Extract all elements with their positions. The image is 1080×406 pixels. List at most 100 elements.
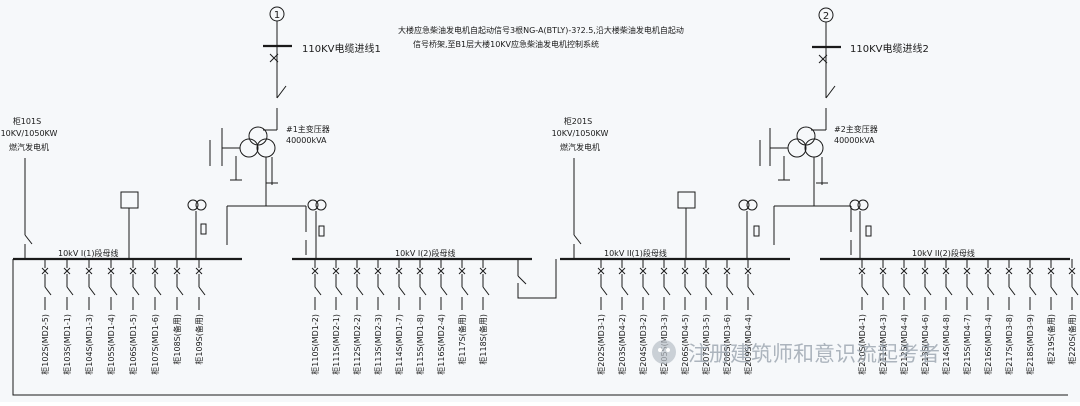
generator-1-id: 柜101S (13, 116, 41, 126)
feeder-feeders_i2-8: 柜118S(备用) (478, 259, 490, 365)
generator-2-id: 柜201S (564, 116, 592, 126)
pt-device-5 (738, 199, 760, 258)
feeder-label: 柜216S(MD3-4) (983, 314, 993, 375)
generator-1-type: 燃汽发电机 (9, 142, 49, 152)
feeder-feeders_ii1-6: 柜208S(MD3-6) (722, 259, 734, 375)
feeder-label: 柜203S(MD4-2) (617, 314, 627, 375)
incoming-1-label: 110KV电缆进线1 (302, 42, 381, 55)
incoming-2-label: 110KV电缆进线2 (850, 42, 929, 55)
feeder-label: 柜217S(MD3-8) (1004, 314, 1014, 375)
watermark-text: 注册建筑师和意识流起考者 (688, 342, 940, 366)
feeder-feeders_i1-4: 柜106S(MD1-5) (128, 259, 140, 375)
transformer-2-rating: 40000kVA (834, 136, 875, 145)
feeder-feeders_i1-6: 柜108S(备用) (172, 259, 184, 365)
feeder-label: 柜213S(MD4-6) (920, 314, 930, 375)
transformer-1-symbol (209, 126, 278, 200)
feeder-label: 柜206S(MD4-5) (680, 314, 690, 375)
feeder-feeders_ii1-5: 柜207S(MD3-5) (701, 259, 713, 375)
feeder-feeders_ii2-9: 柜219S(备用) (1046, 259, 1058, 365)
feeder-feeders_ii1-4: 柜206S(MD4-5) (680, 259, 692, 375)
feeder-feeders_ii1-0: 柜202S(MD3-1) (596, 259, 608, 375)
wechat-icon (652, 340, 676, 364)
feeder-label: 柜219S(备用) (1046, 314, 1056, 365)
generator-2-type: 燃汽发电机 (560, 142, 600, 152)
feeder-feeders_ii2-2: 柜212S(MD4-4) (899, 259, 911, 375)
feeder-feeders_i2-4: 柜114S(MD1-7) (394, 259, 406, 375)
pt-device-3 (307, 199, 327, 258)
feeder-label: 柜114S(MD1-7) (394, 314, 404, 375)
feeder-label: 柜208S(MD3-6) (722, 314, 732, 375)
feeder-feeders_i1-5: 柜107S(MD1-6) (150, 259, 162, 375)
bus-i1-label: 10kV I(1)段母线 (58, 248, 119, 258)
feeder-label: 柜109S(备用) (194, 314, 204, 365)
pt-device-4 (677, 191, 696, 258)
feeder-label: 柜211S(MD4-3) (878, 314, 888, 375)
bus-ii1-label: 10kV II(1)段母线 (604, 248, 667, 258)
feeder-feeders_i2-6: 柜116S(MD2-4) (436, 259, 448, 375)
feeder-label: 柜204S(MD3-2) (638, 314, 648, 375)
feeder-feeders_i1-2: 柜104S(MD1-3) (84, 259, 96, 375)
feeder-feeders_ii2-3: 柜213S(MD4-6) (920, 259, 932, 375)
generator-2-rating: 10KV/1050KW (552, 129, 609, 138)
feeder-feeders_ii2-10: 柜220S(备用) (1067, 259, 1079, 365)
feeder-label: 柜215S(MD4-7) (962, 314, 972, 375)
feeder-feeders_i2-7: 柜117S(备用) (457, 259, 469, 365)
watermark: 注册建筑师和意识流起考者 (652, 340, 940, 366)
feeder-feeders_ii2-8: 柜218S(MD3-9) (1025, 259, 1037, 375)
bus-i2-label: 10kV I(2)段母线 (395, 248, 456, 258)
feeder-label: 柜117S(备用) (457, 314, 467, 365)
feeder-feeders_i1-7: 柜109S(备用) (194, 259, 206, 365)
feeder-label: 柜112S(MD2-2) (352, 314, 362, 375)
feeder-feeders_i2-1: 柜111S(MD2-1) (331, 259, 343, 375)
feeder-label: 柜214S(MD4-8) (941, 314, 951, 375)
feeder-feeders_i2-5: 柜115S(MD1-8) (415, 259, 427, 375)
note-line-1: 大楼应急柴油发电机自起动信号3根NG-A(BTLY)-3?2.5,沿大楼柴油发电… (398, 25, 684, 35)
feeder-label: 柜102S(MD2-5) (40, 314, 50, 375)
feeder-feeders_i1-1: 柜103S(MD1-1) (62, 259, 74, 375)
feeder-label: 柜218S(MD3-9) (1025, 314, 1035, 375)
feeder-label: 柜108S(备用) (172, 314, 182, 365)
feeder-label: 柜209S(MD4-4) (743, 314, 753, 375)
feeder-feeders_ii2-7: 柜217S(MD3-8) (1004, 259, 1016, 375)
feeder-label: 柜212S(MD4-4) (899, 314, 909, 375)
pt-device-1 (120, 191, 139, 258)
feeder-feeders_ii1-2: 柜204S(MD3-2) (638, 259, 650, 375)
transformer-2-name: #2主变压器 (834, 124, 878, 134)
feeder-label: 柜105S(MD1-4) (106, 314, 116, 375)
feeder-feeders_ii2-0: 柜210S(MD4-1) (857, 259, 869, 375)
feeder-label: 柜202S(MD3-1) (596, 314, 606, 375)
feeder-label: 柜220S(备用) (1067, 314, 1077, 365)
incoming-2-number: 2 (823, 11, 829, 22)
feeder-label: 柜106S(MD1-5) (128, 314, 138, 375)
feeder-feeders_i2-2: 柜112S(MD2-2) (352, 259, 364, 375)
feeder-feeders_ii1-1: 柜203S(MD4-2) (617, 259, 629, 375)
feeder-label: 柜118S(备用) (478, 314, 488, 365)
feeder-label: 柜210S(MD4-1) (857, 314, 867, 375)
feeder-feeders_i1-3: 柜105S(MD1-4) (106, 259, 118, 375)
feeder-label: 柜107S(MD1-6) (150, 314, 160, 375)
feeder-label: 柜207S(MD3-5) (701, 314, 711, 375)
pt-device-2 (187, 199, 207, 258)
note-line-2: 信号桥架,至B1层大楼10KV应急柴油发电机控制系统 (413, 39, 599, 49)
feeder-feeders_ii2-6: 柜216S(MD3-4) (983, 259, 995, 375)
feeder-feeders_ii2-5: 柜215S(MD4-7) (962, 259, 974, 375)
feeder-label: 柜115S(MD1-8) (415, 314, 425, 375)
feeder-feeders_i2-0: 柜110S(MD1-2) (310, 259, 322, 375)
feeder-label: 柜116S(MD2-4) (436, 314, 446, 375)
feeder-label: 柜103S(MD1-1) (62, 314, 72, 375)
transformer-2-symbol (759, 126, 828, 200)
feeder-label: 柜110S(MD1-2) (310, 314, 320, 375)
incoming-1-number: 1 (274, 10, 280, 21)
feeder-label: 柜104S(MD1-3) (84, 314, 94, 375)
feeder-feeders_ii1-7: 柜209S(MD4-4) (743, 259, 755, 375)
feeder-feeders_ii2-4: 柜214S(MD4-8) (941, 259, 953, 375)
pt-device-6 (849, 199, 872, 258)
feeder-feeders_ii2-1: 柜211S(MD4-3) (878, 259, 890, 375)
bus-tie (517, 259, 557, 299)
bus-ii2-label: 10kV II(2)段母线 (912, 248, 975, 258)
transformer-1-rating: 40000kVA (286, 136, 327, 145)
feeder-feeders_i2-3: 柜113S(MD2-3) (373, 259, 385, 375)
feeder-group: 柜102S(MD2-5) 柜103S(MD1-1) 柜104S(MD1-3) 柜105… (40, 259, 1079, 375)
